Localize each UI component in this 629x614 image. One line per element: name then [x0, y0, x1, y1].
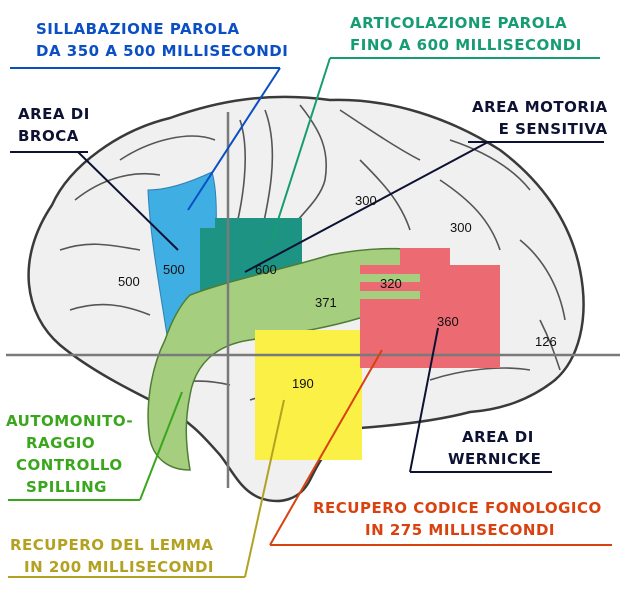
value-300-top: 300 — [355, 193, 377, 208]
callout-line-motoria — [244, 141, 489, 273]
label-sillabazione: SILLABAZIONE PAROLA DA 350 A 500 MILLISE… — [36, 18, 288, 62]
region-red-top — [400, 248, 450, 268]
value-300-right: 300 — [450, 220, 472, 235]
callout-line-sillabazione — [187, 67, 281, 211]
label-fonologico-line2: IN 275 MILLISECONDI — [365, 521, 555, 539]
label-lemma: RECUPERO DEL LEMMA IN 200 MILLISECONDI — [10, 534, 214, 578]
label-lemma-line2: IN 200 MILLISECONDI — [24, 558, 214, 576]
value-600: 600 — [255, 262, 277, 277]
value-371: 371 — [315, 295, 337, 310]
label-wernicke-line2: WERNICKE — [448, 450, 542, 468]
label-automonitoraggio-line4: SPILLING — [26, 478, 107, 496]
label-automonitoraggio-line3: CONTROLLO — [16, 456, 123, 474]
callout-line-lemma — [244, 399, 285, 578]
callout-line-broca — [77, 151, 179, 251]
label-automonitoraggio-line1: AUTOMONITO- — [6, 412, 134, 430]
callout-line-articolazione — [269, 57, 331, 246]
label-broca-line1: AREA DI — [18, 105, 90, 123]
label-automonitoraggio: AUTOMONITO- RAGGIO CONTROLLO SPILLING — [6, 410, 133, 498]
value-500-left: 500 — [118, 274, 140, 289]
callout-line-wernicke — [409, 327, 439, 473]
label-articolazione-line2: FINO A 600 MILLISECONDI — [350, 36, 582, 54]
label-motoria-line1: AREA MOTORIA — [472, 98, 608, 116]
value-126: 126 — [535, 334, 557, 349]
value-190: 190 — [292, 376, 314, 391]
callout-line-automonitoraggio — [139, 391, 183, 501]
label-fonologico-line1: RECUPERO CODICE FONOLOGICO — [313, 499, 602, 517]
value-500-blue: 500 — [163, 262, 185, 277]
value-320: 320 — [380, 276, 402, 291]
region-lemma-yellow — [255, 330, 362, 460]
callout-line-fonologico — [269, 349, 383, 546]
label-sillabazione-line2: DA 350 A 500 MILLISECONDI — [36, 42, 289, 60]
label-wernicke: AREA DI WERNICKE — [448, 426, 541, 470]
label-automonitoraggio-line2: RAGGIO — [26, 434, 96, 452]
label-broca: AREA DI BROCA — [18, 103, 90, 147]
label-sillabazione-line1: SILLABAZIONE PAROLA — [36, 20, 240, 38]
label-lemma-line1: RECUPERO DEL LEMMA — [10, 536, 214, 554]
value-360: 360 — [437, 314, 459, 329]
label-broca-line2: BROCA — [18, 127, 79, 145]
label-fonologico: RECUPERO CODICE FONOLOGICO IN 275 MILLIS… — [313, 497, 602, 541]
region-green-stripes — [360, 274, 420, 299]
label-wernicke-line1: AREA DI — [462, 428, 534, 446]
region-red-stripes — [360, 265, 435, 307]
label-motoria: AREA MOTORIA E SENSITIVA — [472, 96, 608, 140]
label-motoria-line2: E SENSITIVA — [498, 120, 608, 138]
label-articolazione: ARTICOLAZIONE PAROLA FINO A 600 MILLISEC… — [350, 12, 582, 56]
label-articolazione-line1: ARTICOLAZIONE PAROLA — [350, 14, 568, 32]
